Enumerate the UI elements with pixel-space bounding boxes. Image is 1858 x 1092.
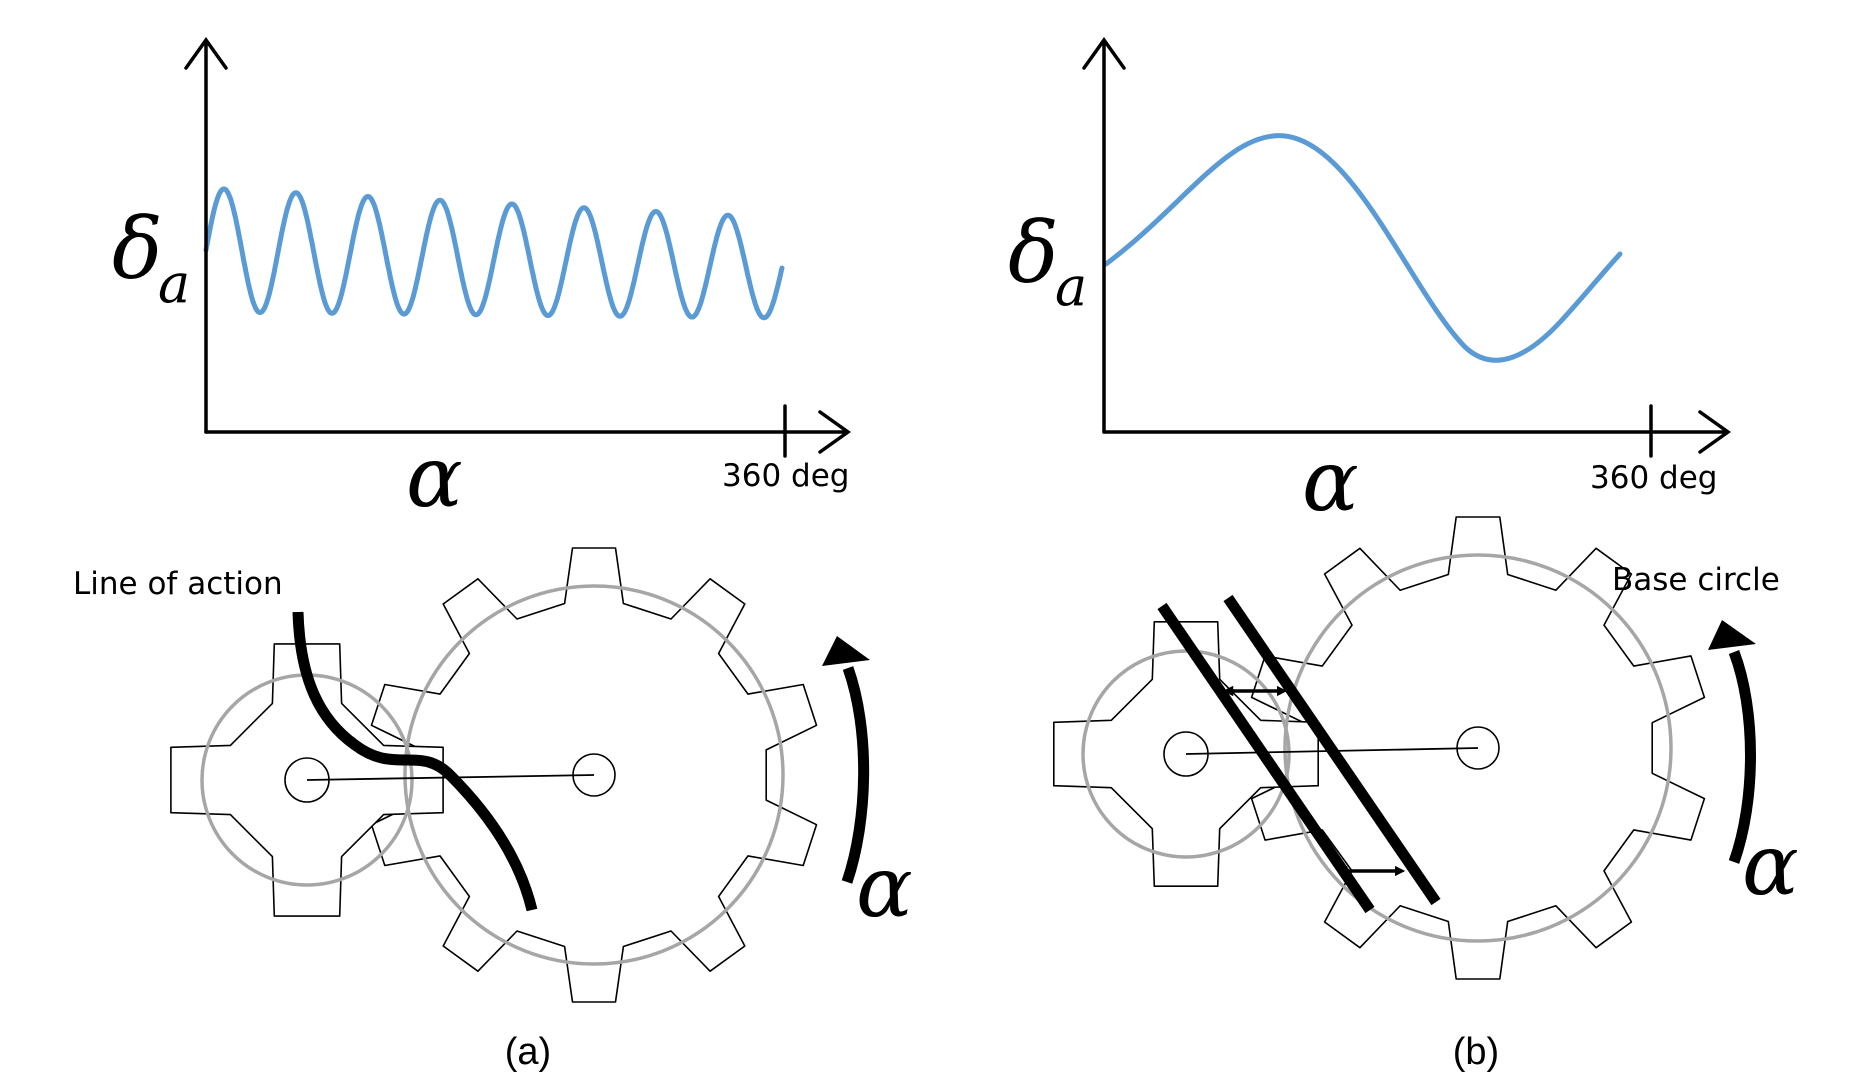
line-of-action-label: Line of action (73, 566, 283, 602)
x-axis-a (204, 410, 852, 454)
small-hub-a (284, 757, 330, 803)
x-axis-b (1102, 410, 1732, 454)
line-of-action-1-b (1157, 602, 1375, 914)
x-end-label-b: 360 deg (1590, 460, 1717, 496)
x-end-label-a: 360 deg (722, 458, 849, 494)
base-circle-label: Base circle (1612, 562, 1780, 598)
y-axis-b (1082, 36, 1126, 434)
x-axis-symbol-b: α (1302, 432, 1359, 530)
rotation-arrowhead-a (822, 636, 870, 666)
y-axis-symbol-a: δ (112, 200, 163, 298)
panel-a-plot: δ a α 360 deg (112, 36, 852, 526)
large-base-circle-a (403, 584, 785, 966)
panel-b-plot: δ a α 360 deg (1008, 36, 1732, 530)
displacement-curve-a (203, 186, 785, 321)
rotation-symbol-a: α (856, 838, 913, 936)
rotation-arrow-a (841, 666, 870, 884)
line-of-action-curve-a (292, 611, 538, 912)
y-axis-subscript-a: a (158, 252, 190, 315)
panel-a-gears: Line of action α (73, 547, 913, 1003)
displacement-curve-b (1103, 133, 1623, 363)
rotation-symbol-b: α (1742, 816, 1799, 914)
rotation-arrowhead-b (1708, 620, 1756, 650)
y-axis-symbol-b: δ (1008, 204, 1059, 302)
panel-b-gears: Base circle α (1053, 516, 1799, 980)
large-base-circle-b (1283, 553, 1673, 943)
rotation-arrow-b (1728, 650, 1756, 864)
large-hub-a (572, 753, 616, 797)
large-hub-b (1456, 726, 1500, 770)
small-base-circle-b (1081, 649, 1291, 859)
small-hub-b (1163, 731, 1209, 777)
x-axis-symbol-a: α (406, 428, 463, 526)
panel-b-caption: (b) (1453, 1031, 1499, 1073)
line-of-action-2-b (1223, 594, 1441, 906)
y-axis-subscript-b: a (1055, 255, 1087, 318)
panel-a-caption: (a) (505, 1031, 551, 1073)
y-axis-a (184, 36, 228, 434)
